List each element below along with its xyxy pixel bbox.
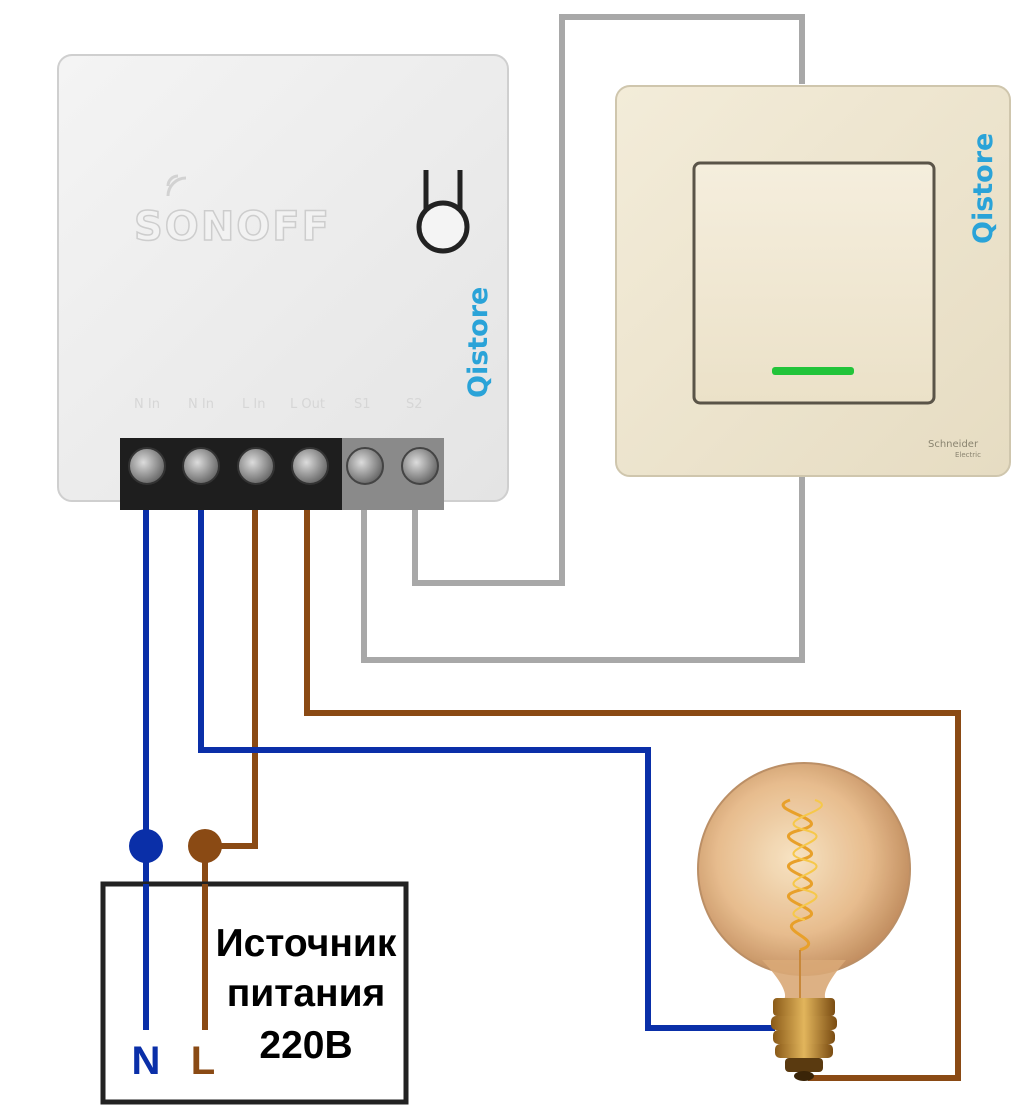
terminal-screws (128, 447, 439, 485)
neutral-label: N (132, 1039, 161, 1083)
terminal-label-n-in-2: N In (188, 397, 214, 412)
screw-s2 (401, 447, 439, 485)
relay-watermark: Qistore (463, 287, 494, 398)
switch-key[interactable] (692, 161, 936, 405)
power-source-line3: 220В (259, 1024, 352, 1067)
sonoff-relay: SONOFF Qistore N In N In L In L Out S1 S… (57, 54, 509, 510)
switch-watermark: Qistore (968, 133, 999, 244)
terminal-label-l-in: L In (242, 397, 265, 412)
terminal-label-l-out: L Out (290, 397, 325, 412)
filament-icon (781, 798, 823, 1000)
neutral-junction-dot (129, 829, 163, 863)
line-wire-lout-to-lamp (304, 505, 961, 1081)
power-source-line2: питания (227, 972, 386, 1015)
screw-l-in (237, 447, 275, 485)
switch-maker-line2: Electric (955, 451, 981, 459)
switch-maker-line1: Schneider (928, 439, 979, 450)
terminal-label-s1: S1 (354, 397, 371, 412)
terminal-label-s2: S2 (406, 397, 423, 412)
relay-brand: SONOFF (134, 204, 331, 250)
power-source: Источник питания 220В N L (100, 881, 409, 1105)
switch-led (772, 367, 854, 375)
bulb-base (773, 998, 835, 1016)
line-junction-dot (188, 829, 222, 863)
switch-wire-s2 (412, 14, 805, 586)
light-bulb (697, 762, 911, 1081)
line-label: L (191, 1039, 215, 1083)
relay-button[interactable] (416, 170, 470, 254)
switch-wire-s1 (361, 476, 805, 663)
screw-n-in-2 (182, 447, 220, 485)
power-source-line1: Источник (216, 922, 397, 965)
terminal-labels: N In N In L In L Out S1 S2 (134, 397, 423, 412)
screw-s1 (346, 447, 384, 485)
screw-n-in-1 (128, 447, 166, 485)
wifi-icon (166, 174, 187, 197)
terminal-label-n-in-1: N In (134, 397, 160, 412)
neutral-wire-to-lamp (198, 505, 775, 1031)
screw-l-out (291, 447, 329, 485)
wall-switch: Qistore Schneider Electric (615, 85, 1011, 477)
